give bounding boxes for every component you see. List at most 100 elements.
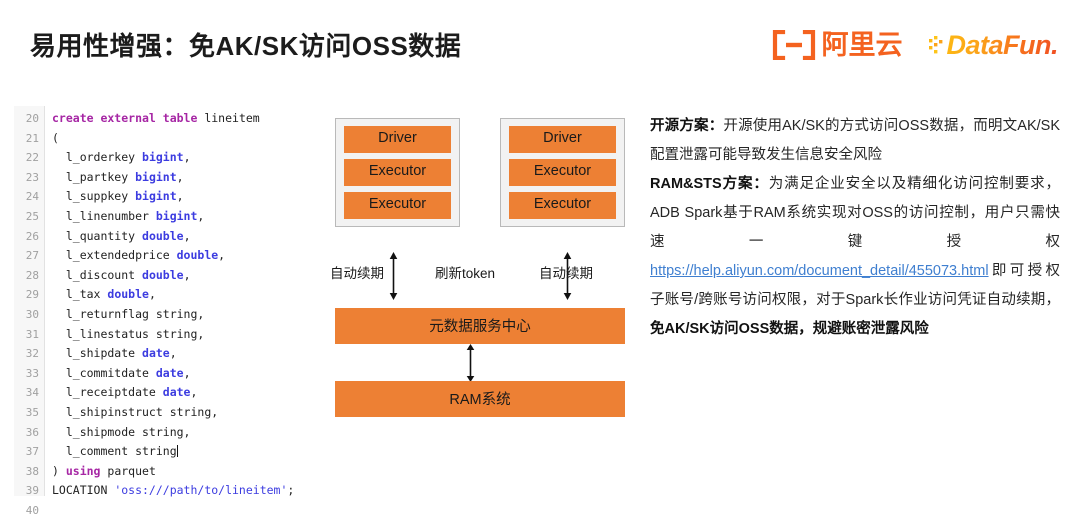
code-token: , xyxy=(176,189,184,204)
code-line: 26 l_quantity double, xyxy=(14,227,644,247)
line-number: 34 xyxy=(25,386,39,400)
code-text: ( xyxy=(44,129,59,149)
arrow-label-left: 自动续期 xyxy=(330,266,384,281)
double-arrow-right-icon xyxy=(563,252,572,300)
code-token: ( xyxy=(52,130,59,145)
code-text: l_shipmode string, xyxy=(44,423,191,443)
code-text: l_shipinstruct string, xyxy=(44,403,218,423)
code-token: l_shipdate xyxy=(52,346,143,361)
line-number: 25 xyxy=(25,209,39,223)
code-line: 28 l_discount double, xyxy=(14,266,644,286)
code-token: , xyxy=(183,267,191,282)
line-number: 36 xyxy=(25,425,39,439)
code-token: double xyxy=(176,248,219,263)
code-token: , xyxy=(190,385,198,400)
ramsts-label: RAM&STS方案： xyxy=(650,176,769,192)
code-token: , xyxy=(176,169,184,184)
code-token: date xyxy=(162,385,191,400)
node-executor: Executor xyxy=(509,191,616,219)
ramsts-text-b: 即可授权子账号/跨账号访问权限，对于Spark长作业访问凭证自动续期， xyxy=(650,263,1060,308)
code-token: , xyxy=(148,287,156,302)
cluster-row: Driver Executor Executor Driver Executor… xyxy=(335,118,625,227)
datafun-logo: DataFun. xyxy=(928,31,1058,59)
code-token: lineitem xyxy=(197,111,260,125)
code-line: 36 l_shipmode string, xyxy=(14,423,644,443)
code-token: date xyxy=(142,346,170,361)
metadata-service-box: 元数据服务中心 xyxy=(335,308,625,344)
code-token: l_suppkey xyxy=(52,189,136,204)
code-token: l_receiptdate xyxy=(52,385,163,400)
code-token: , xyxy=(183,150,191,165)
aliyun-logo: 阿里云 xyxy=(772,30,902,60)
line-number: 35 xyxy=(25,405,39,419)
code-text: l_partkey bigint, xyxy=(44,168,184,188)
node-executor: Executor xyxy=(509,158,616,186)
code-token: ) xyxy=(52,463,66,478)
line-number: 23 xyxy=(25,170,39,184)
code-token: double xyxy=(142,267,184,282)
datafun-dots-icon xyxy=(929,36,943,54)
aliyun-doc-link[interactable]: https://help.aliyun.com/document_detail/… xyxy=(650,263,989,279)
code-text: l_quantity double, xyxy=(44,227,191,247)
code-token: using xyxy=(65,463,101,478)
ramsts-text-a: 为满足企业安全以及精细化访问控制要求，ADB Spark基于RAM系统实现对OS… xyxy=(650,176,1060,250)
code-token: l_tax xyxy=(52,287,108,302)
node-driver: Driver xyxy=(509,126,616,153)
line-number: 30 xyxy=(25,307,39,321)
code-line: 31 l_linestatus string, xyxy=(14,325,644,345)
code-line: 40 xyxy=(14,501,644,520)
arrow-labels: 自动续期 刷新token 自动续期 xyxy=(330,262,625,288)
code-token: bigint xyxy=(142,150,184,165)
code-token: , xyxy=(183,365,191,380)
line-number: 24 xyxy=(25,190,39,204)
code-token: bigint xyxy=(135,189,177,204)
line-number: 28 xyxy=(25,268,39,282)
code-text: l_shipdate date, xyxy=(44,344,177,364)
text-cursor xyxy=(176,445,178,458)
code-text: l_linestatus string, xyxy=(44,325,204,345)
code-token: l_comment string xyxy=(52,444,177,459)
code-token: l_discount xyxy=(52,267,143,282)
code-line: 33 l_commitdate date, xyxy=(14,364,644,384)
node-executor: Executor xyxy=(344,158,451,186)
code-line: 30 l_returnflag string, xyxy=(14,305,644,325)
code-line: 27 l_extendedprice double, xyxy=(14,246,644,266)
slide-header: 易用性增强：免AK/SK访问OSS数据 阿里云 DataFun. xyxy=(0,0,1080,96)
code-token: l_linestatus string, xyxy=(52,326,205,341)
code-line: 25 l_linenumber bigint, xyxy=(14,207,644,227)
code-token: l_commitdate xyxy=(52,365,156,380)
line-number: 37 xyxy=(25,445,39,459)
code-token: parquet xyxy=(100,463,156,478)
code-line: 32 l_shipdate date, xyxy=(14,344,644,364)
code-token: ; xyxy=(287,483,295,498)
code-token: l_returnflag string, xyxy=(52,306,205,321)
page-title: 易用性增强：免AK/SK访问OSS数据 xyxy=(30,31,462,61)
line-number: 33 xyxy=(25,366,39,380)
cluster-left: Driver Executor Executor xyxy=(335,118,460,227)
info-panel: 开源方案：开源使用AK/SK的方式访问OSS数据，而明文AK/SK配置泄露可能导… xyxy=(650,112,1060,344)
line-number: 31 xyxy=(25,327,39,341)
line-number: 22 xyxy=(25,151,39,165)
code-token: , xyxy=(183,228,191,243)
code-token: double xyxy=(107,287,149,302)
code-text: l_commitdate date, xyxy=(44,364,191,384)
code-text: l_orderkey bigint, xyxy=(44,148,191,168)
code-text xyxy=(44,501,52,520)
line-number: 21 xyxy=(25,131,39,145)
code-token: , xyxy=(169,346,177,361)
line-number: 26 xyxy=(25,229,39,243)
brand-logos: 阿里云 DataFun. xyxy=(772,30,1058,60)
code-token: l_quantity xyxy=(52,228,143,243)
code-token: l_partkey xyxy=(52,169,136,184)
code-token: bigint xyxy=(155,208,198,223)
code-gutter xyxy=(14,106,45,496)
code-text: ) using parquet xyxy=(44,462,156,482)
code-token: , xyxy=(197,208,205,223)
code-text: l_suppkey bigint, xyxy=(44,187,184,207)
code-token: date xyxy=(155,365,184,380)
code-token: l_shipmode string, xyxy=(52,424,191,439)
code-line: 35 l_shipinstruct string, xyxy=(14,403,644,423)
